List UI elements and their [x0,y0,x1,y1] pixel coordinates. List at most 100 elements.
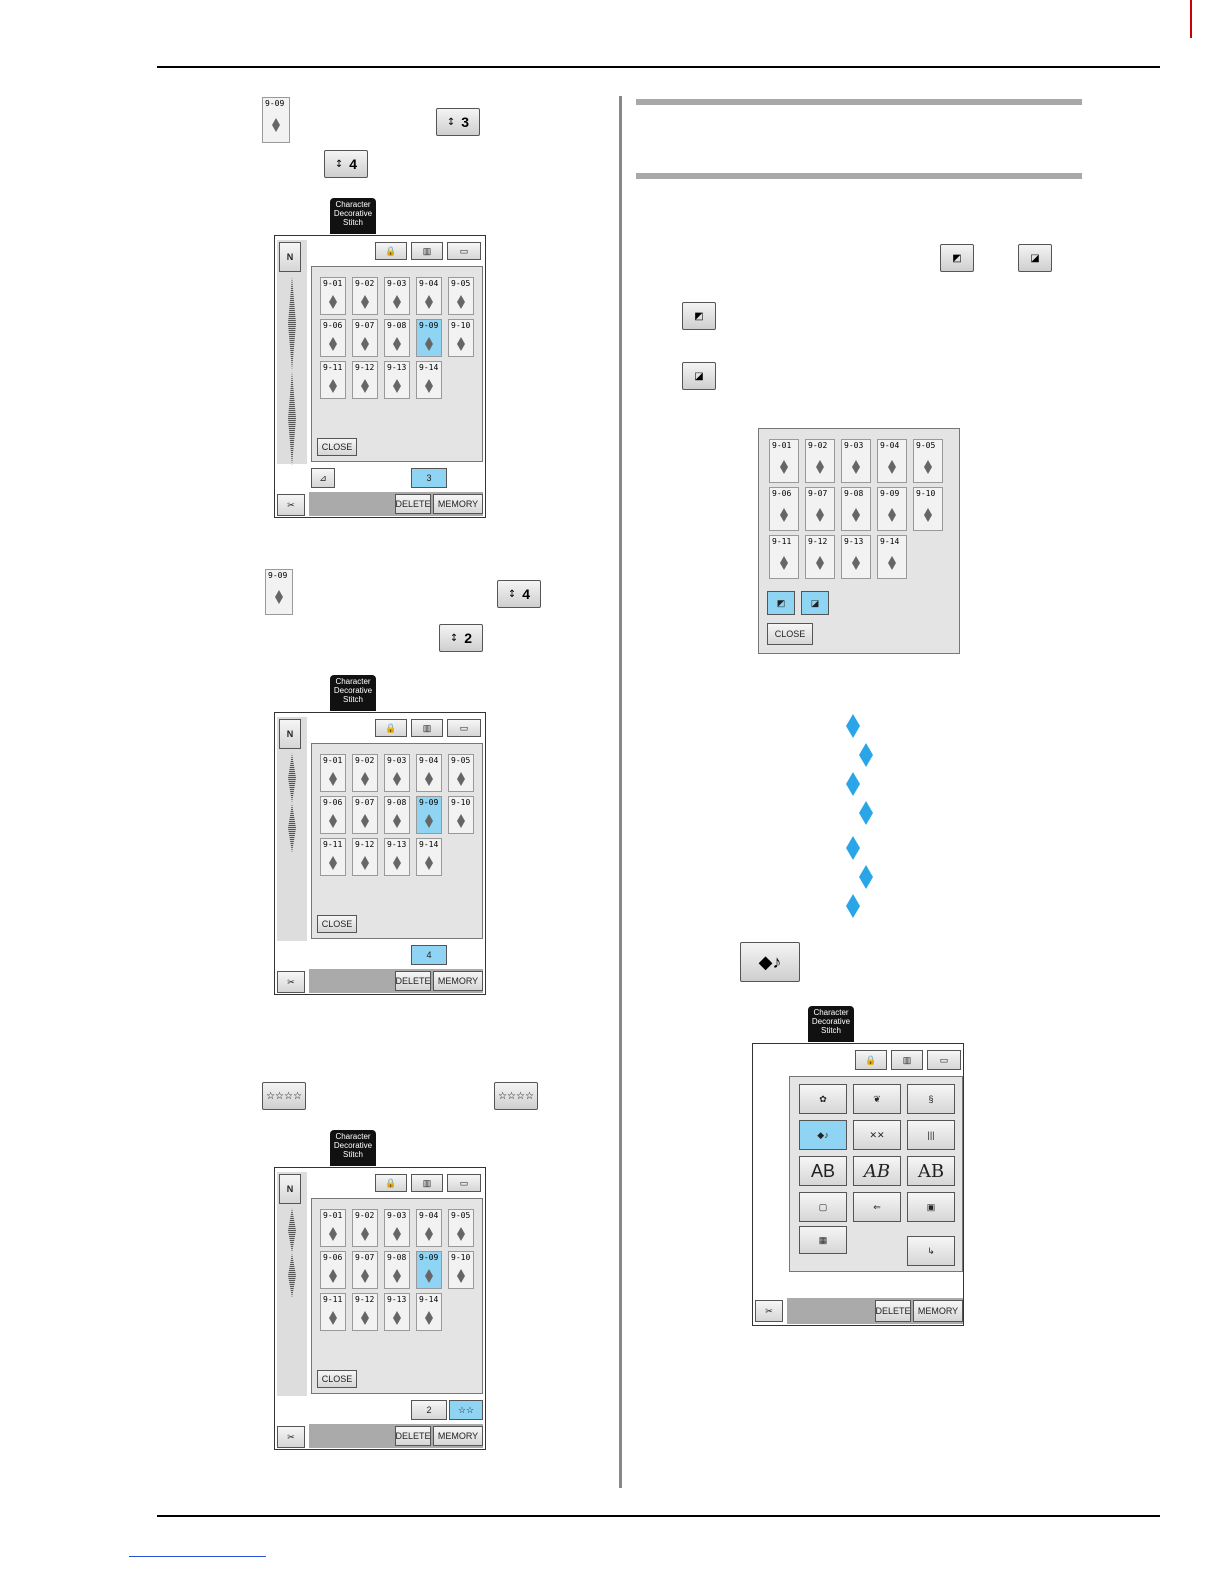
delete-button[interactable]: DELETE [395,1426,431,1446]
lock-button[interactable]: 🔒 [375,719,407,737]
memory-button[interactable]: MEMORY [913,1300,963,1322]
panel-stitch-9-08[interactable]: 9-08 [384,796,410,834]
panel-stitch-9-05[interactable]: 9-05 [448,754,474,792]
category-6[interactable]: ||| [907,1120,955,1150]
big-stitch-9-04[interactable]: 9-04 [877,439,907,483]
usb-icon[interactable]: ⇐ [853,1192,901,1222]
memory-button[interactable]: MEMORY [433,1426,483,1446]
big-stitch-9-02[interactable]: 9-02 [805,439,835,483]
panel-stitch-9-03[interactable]: 9-03 [384,754,410,792]
delete-button[interactable]: DELETE [395,494,431,514]
panel-stitch-9-08[interactable]: 9-08 [384,1251,410,1289]
category-decorative[interactable]: ◆♪ [799,1120,847,1150]
delete-button[interactable]: DELETE [875,1300,911,1322]
panel-stitch-9-14[interactable]: 9-14 [416,361,442,399]
help-button[interactable]: ▭ [447,1174,481,1192]
lock-button[interactable]: 🔒 [375,1174,407,1192]
panel-stitch-9-05[interactable]: 9-05 [448,1209,474,1247]
panel-stitch-9-06[interactable]: 9-06 [320,319,346,357]
panel-stitch-9-09[interactable]: 9-09 [416,796,442,834]
panel-stitch-9-12[interactable]: 9-12 [352,838,378,876]
thread-cutter-key[interactable]: ✂ [755,1300,783,1322]
panel-stitch-9-04[interactable]: 9-04 [416,754,442,792]
lock-button[interactable]: 🔒 [375,242,407,260]
category-1[interactable]: ✿ [799,1084,847,1114]
big-stitch-9-14[interactable]: 9-14 [877,535,907,579]
category-2[interactable]: ❦ [853,1084,901,1114]
panel-stitch-9-13[interactable]: 9-13 [384,838,410,876]
panel-stitch-9-11[interactable]: 9-11 [320,838,346,876]
pocket-icon[interactable]: ▢ [799,1192,847,1222]
big-stitch-9-08[interactable]: 9-08 [841,487,871,531]
panel-stitch-9-10[interactable]: 9-10 [448,796,474,834]
panel-stitch-9-07[interactable]: 9-07 [352,796,378,834]
panel-stitch-9-10[interactable]: 9-10 [448,319,474,357]
help-button[interactable]: ▭ [927,1050,961,1070]
panel-stitch-9-06[interactable]: 9-06 [320,796,346,834]
panel-stitch-9-02[interactable]: 9-02 [352,277,378,315]
panel-stitch-9-14[interactable]: 9-14 [416,838,442,876]
panel-stitch-9-04[interactable]: 9-04 [416,277,442,315]
memory-button[interactable]: MEMORY [433,971,483,991]
big-stitch-9-09[interactable]: 9-09 [877,487,907,531]
panel-stitch-9-13[interactable]: 9-13 [384,361,410,399]
shift-left-button[interactable]: ◩ [767,591,795,615]
panel-stitch-9-03[interactable]: 9-03 [384,277,410,315]
panel-stitch-9-07[interactable]: 9-07 [352,1251,378,1289]
book-button[interactable]: ▥ [411,242,443,260]
close-button[interactable]: CLOSE [317,438,357,456]
panel-stitch-9-09[interactable]: 9-09 [416,319,442,357]
lock-button[interactable]: 🔒 [855,1050,887,1070]
shift-right-button[interactable]: ◪ [801,591,829,615]
big-stitch-9-03[interactable]: 9-03 [841,439,871,483]
big-stitch-9-11[interactable]: 9-11 [769,535,799,579]
panel-stitch-9-01[interactable]: 9-01 [320,277,346,315]
panel-stitch-9-05[interactable]: 9-05 [448,277,474,315]
panel-stitch-9-14[interactable]: 9-14 [416,1293,442,1331]
panel-stitch-9-08[interactable]: 9-08 [384,319,410,357]
screen-tab-4[interactable]: Character Decorative Stitch [808,1006,854,1042]
panel-stitch-9-10[interactable]: 9-10 [448,1251,474,1289]
big-stitch-9-10[interactable]: 9-10 [913,487,943,531]
thread-cutter-key[interactable]: ✂ [277,1426,305,1448]
big-stitch-9-07[interactable]: 9-07 [805,487,835,531]
screen-tab-3[interactable]: Character Decorative Stitch [330,1130,376,1166]
density-key[interactable]: ☆☆ [449,1400,483,1420]
panel-stitch-9-12[interactable]: 9-12 [352,361,378,399]
big-stitch-9-13[interactable]: 9-13 [841,535,871,579]
mirror-key[interactable]: ⊿ [311,468,335,488]
spacing-key-4[interactable]: 4 [411,945,447,965]
category-3[interactable]: § [907,1084,955,1114]
panel-stitch-9-09[interactable]: 9-09 [416,1251,442,1289]
return-icon[interactable]: ↳ [907,1236,955,1266]
book-button[interactable]: ▥ [411,1174,443,1192]
close-button[interactable]: CLOSE [767,623,813,645]
spacing-key-2[interactable]: 2 [411,1400,447,1420]
panel-stitch-9-04[interactable]: 9-04 [416,1209,442,1247]
panel-stitch-9-12[interactable]: 9-12 [352,1293,378,1331]
big-stitch-9-06[interactable]: 9-06 [769,487,799,531]
screen-tab-2[interactable]: Character Decorative Stitch [330,675,376,711]
panel-stitch-9-06[interactable]: 9-06 [320,1251,346,1289]
delete-button[interactable]: DELETE [395,971,431,991]
panel-stitch-9-01[interactable]: 9-01 [320,1209,346,1247]
panel-stitch-9-03[interactable]: 9-03 [384,1209,410,1247]
panel-stitch-9-02[interactable]: 9-02 [352,754,378,792]
panel-stitch-9-01[interactable]: 9-01 [320,754,346,792]
panel-stitch-9-13[interactable]: 9-13 [384,1293,410,1331]
panel-stitch-9-11[interactable]: 9-11 [320,361,346,399]
close-button[interactable]: CLOSE [317,1370,357,1388]
book-button[interactable]: ▥ [891,1050,923,1070]
big-stitch-9-12[interactable]: 9-12 [805,535,835,579]
panel-stitch-9-02[interactable]: 9-02 [352,1209,378,1247]
spacing-key-3[interactable]: 3 [411,468,447,488]
panel-stitch-9-11[interactable]: 9-11 [320,1293,346,1331]
memory-button[interactable]: MEMORY [433,494,483,514]
big-stitch-9-01[interactable]: 9-01 [769,439,799,483]
screen-tab[interactable]: Character Decorative Stitch [330,198,376,234]
help-button[interactable]: ▭ [447,242,481,260]
thread-cutter-key[interactable]: ✂ [277,971,305,993]
category-5[interactable]: ✕✕ [853,1120,901,1150]
thread-cutter-key[interactable]: ✂ [277,494,305,516]
close-button[interactable]: CLOSE [317,915,357,933]
